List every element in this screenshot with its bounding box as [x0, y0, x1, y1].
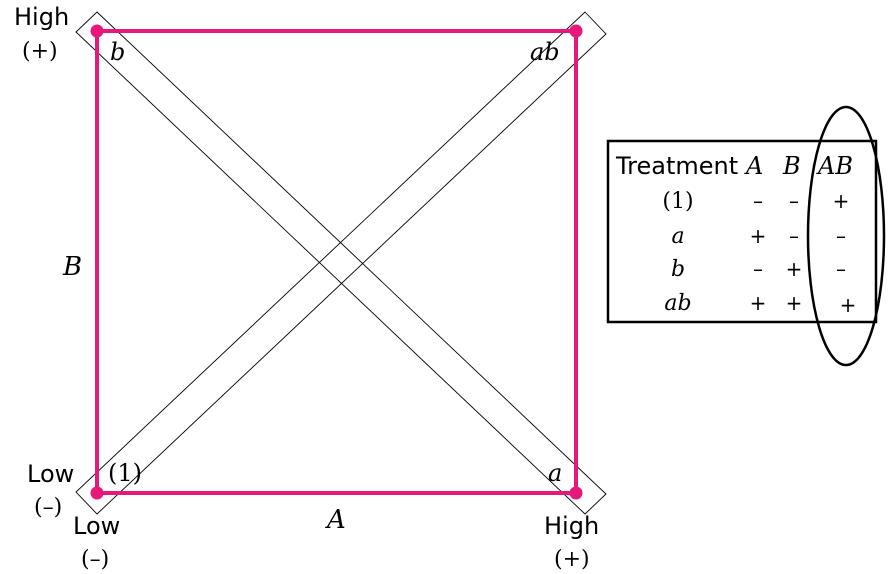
table-header-a: A	[744, 152, 763, 180]
a-low-word: Low	[73, 512, 120, 540]
a-low-sign: (–)	[81, 547, 109, 572]
a-high-word: High	[544, 512, 599, 540]
corner-dot-top-left	[90, 24, 104, 38]
table-cell-treatment: b	[671, 257, 685, 282]
table-cell-treatment: (1)	[662, 189, 693, 214]
a-high-sign: (+)	[554, 547, 590, 572]
corner-dot-bottom-right	[569, 486, 583, 500]
table-cell-b: +	[786, 291, 803, 315]
table-header-ab: AB	[816, 152, 853, 180]
diagonal-band-b-to-a	[75, 11, 607, 515]
table-cell-ab: –	[836, 224, 846, 248]
table-cell-a: –	[753, 189, 763, 213]
corner-label-ab: ab	[530, 38, 560, 66]
table-cell-b: –	[789, 224, 799, 248]
sign-table: Treatment A B AB (1) – – + a + – – b – +…	[606, 105, 886, 367]
table-cell-ab: –	[836, 257, 846, 281]
table-cell-treatment: ab	[664, 291, 691, 316]
sign-table-border	[606, 139, 878, 324]
table-cell-a: –	[753, 257, 763, 281]
b-high-sign: (+)	[22, 39, 58, 64]
a-axis-label: A	[325, 505, 346, 535]
b-high-word: High	[14, 3, 69, 31]
table-cell-a: +	[750, 291, 767, 315]
ab-column-highlight-ellipse	[806, 105, 886, 367]
corner-label-a: a	[548, 459, 562, 487]
table-cell-ab: +	[840, 293, 857, 317]
table-cell-b: +	[786, 257, 803, 281]
b-low-word: Low	[27, 460, 74, 488]
design-square	[95, 29, 578, 495]
corner-label-1: (1)	[108, 459, 142, 487]
corner-dot-top-right	[569, 24, 583, 38]
corner-dot-bottom-left	[90, 486, 104, 500]
b-axis-label: B	[62, 252, 82, 282]
diagonal-band-1-to-ab	[75, 11, 607, 515]
table-cell-ab: +	[833, 189, 850, 213]
table-header-treatment: Treatment	[615, 152, 738, 180]
b-low-sign: (–)	[34, 495, 62, 520]
table-cell-a: +	[750, 224, 767, 248]
table-cell-b: –	[789, 189, 799, 213]
corner-label-b: b	[110, 38, 125, 66]
table-header-b: B	[782, 152, 801, 180]
table-cell-treatment: a	[671, 224, 684, 249]
